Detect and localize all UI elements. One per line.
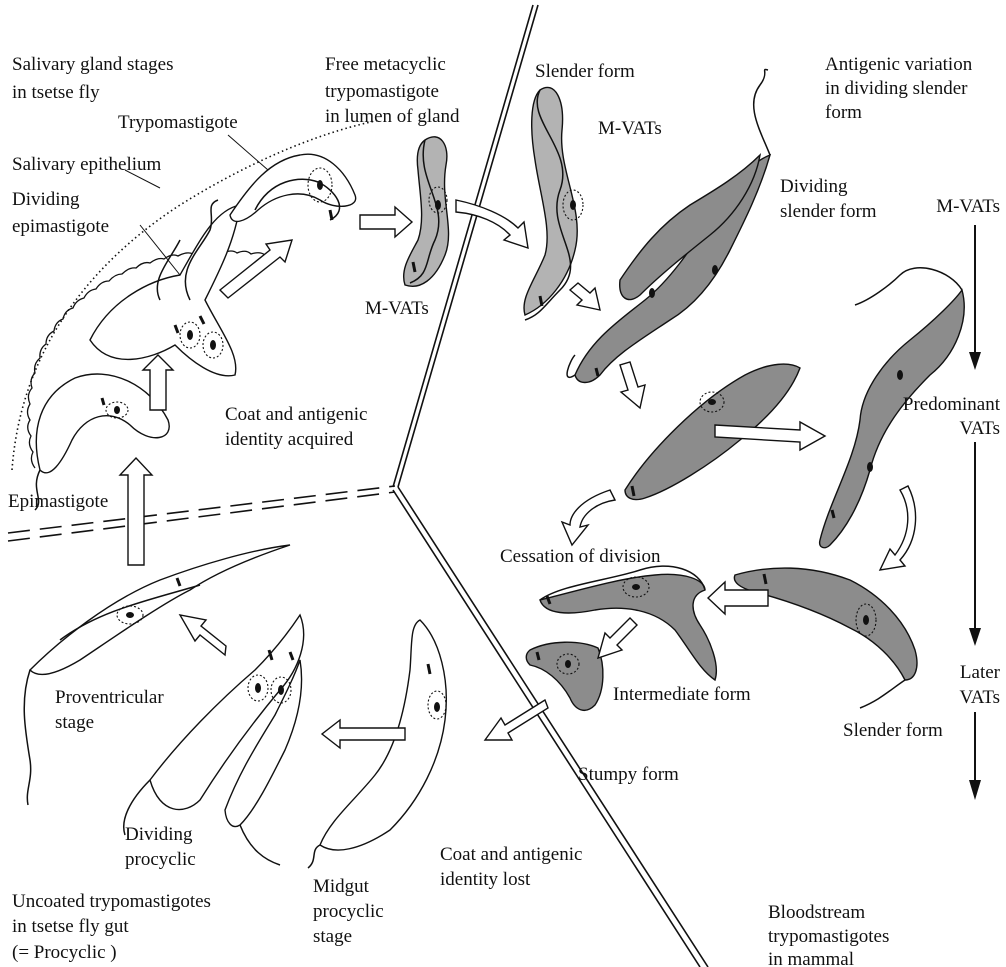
arrow-to-cessation xyxy=(562,490,615,545)
label-salivary-epithelium: Salivary epithelium xyxy=(12,154,162,175)
label-free-metacyclic-1: Free metacyclic xyxy=(325,54,446,75)
cell-stumpy xyxy=(526,642,603,710)
vat-arrowhead-1 xyxy=(969,352,981,370)
label-midgut-procyclic-1: Midgut xyxy=(313,876,370,897)
arrow-div-to-prov xyxy=(180,615,226,655)
label-slender-form-bottom: Slender form xyxy=(843,720,943,741)
label-dividing-slender-1: Dividing xyxy=(780,176,848,197)
label-intermediate: Intermediate form xyxy=(613,684,751,705)
arrow-dividing-to-slender-mid xyxy=(620,362,645,408)
label-salivary-stages-2: in tsetse fly xyxy=(12,82,100,103)
label-antigenic-variation-2: in dividing slender xyxy=(825,78,968,99)
label-uncoated-1: Uncoated trypomastigotes xyxy=(12,891,211,912)
label-m-vats-axis: M-VATs xyxy=(936,196,1000,217)
label-m-vats-left: M-VATs xyxy=(365,298,429,319)
label-coat-lost-2: identity lost xyxy=(440,869,531,890)
vat-arrowhead-2 xyxy=(969,628,981,646)
leader-trypomastigote xyxy=(228,135,268,170)
arrow-intermediate-to-stumpy xyxy=(598,618,637,658)
label-midgut-procyclic-3: stage xyxy=(313,926,352,947)
label-antigenic-variation-1: Antigenic variation xyxy=(825,54,973,75)
label-bloodstream-1: Bloodstream xyxy=(768,902,865,923)
label-midgut-procyclic-2: procyclic xyxy=(313,901,384,922)
label-antigenic-variation-3: form xyxy=(825,102,862,123)
cell-free-metacyclic xyxy=(404,137,449,286)
arrow-procyclic-to-epi xyxy=(120,458,152,565)
label-coat-acquired-2: identity acquired xyxy=(225,429,354,450)
cell-slender-bottom xyxy=(734,568,917,708)
label-cessation: Cessation of division xyxy=(500,546,661,567)
label-salivary-stages-1: Salivary gland stages xyxy=(12,54,173,75)
label-dividing-epimastigote-2: epimastigote xyxy=(12,216,109,237)
arrow-slender-to-dividing xyxy=(570,283,600,310)
label-epimastigote: Epimastigote xyxy=(8,491,108,512)
label-coat-lost-1: Coat and antigenic xyxy=(440,844,582,865)
arrow-tryp-to-meta xyxy=(360,207,412,237)
label-trypomastigote: Trypomastigote xyxy=(118,112,238,133)
cell-dividing-slender xyxy=(567,70,770,383)
arrow-stumpy-to-midgut xyxy=(485,700,548,740)
cell-midgut-procyclic xyxy=(308,620,446,868)
label-bloodstream-3: in mammal xyxy=(768,949,854,967)
label-stumpy: Stumpy form xyxy=(578,764,679,785)
label-uncoated-3: (= Procyclic ) xyxy=(12,942,117,963)
label-later-2: VATs xyxy=(959,687,1000,708)
label-free-metacyclic-2: trypomastigote xyxy=(325,81,439,102)
label-m-vats-center: M-VATs xyxy=(598,118,662,139)
cell-dividing-epimastigote xyxy=(90,200,240,376)
arrow-predominant-down xyxy=(880,486,916,570)
label-later-1: Later xyxy=(960,662,1001,683)
arrow-meta-to-slender xyxy=(456,200,528,248)
label-dividing-slender-2: slender form xyxy=(780,201,877,222)
label-dividing-procyclic-1: Dividing xyxy=(125,824,193,845)
label-dividing-procyclic-2: procyclic xyxy=(125,849,196,870)
label-uncoated-2: in tsetse fly gut xyxy=(12,916,129,937)
label-predominant-1: Predominant xyxy=(903,394,1001,415)
label-free-metacyclic-3: in lumen of gland xyxy=(325,106,460,127)
vat-arrowhead-3 xyxy=(969,780,981,800)
label-proventricular-1: Proventricular xyxy=(55,687,164,708)
cell-epimastigote xyxy=(35,374,169,510)
arrow-div-to-tryp xyxy=(220,240,292,298)
cell-slender-top xyxy=(524,87,583,320)
cell-trypomastigote xyxy=(230,154,356,221)
label-dividing-epimastigote-1: Dividing xyxy=(12,189,80,210)
vat-timeline xyxy=(969,225,981,800)
label-slender-form-top: Slender form xyxy=(535,61,635,82)
label-predominant-2: VATs xyxy=(959,418,1000,439)
label-coat-acquired-1: Coat and antigenic xyxy=(225,404,367,425)
label-bloodstream-2: trypomastigotes xyxy=(768,926,889,947)
label-proventricular-2: stage xyxy=(55,712,94,733)
